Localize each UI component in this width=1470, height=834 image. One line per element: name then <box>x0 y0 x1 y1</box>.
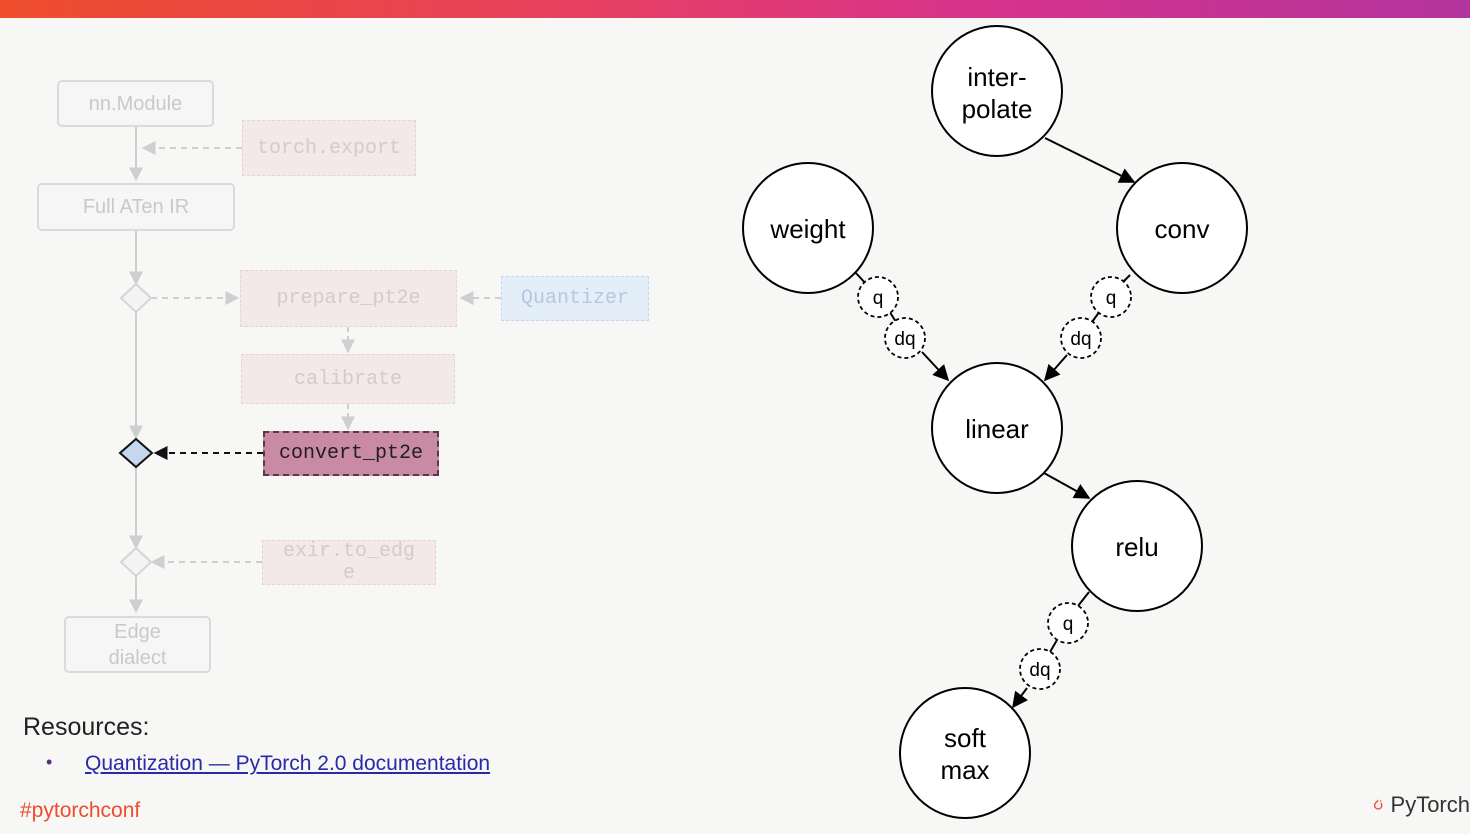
q-node-relu: q <box>1047 602 1089 644</box>
node-relu-label: relu <box>1115 532 1158 562</box>
node-relu: relu <box>1071 480 1203 612</box>
node-interpolate-label-line2: polate <box>962 94 1033 124</box>
edge-relu-q-dq <box>1049 639 1058 653</box>
dq-node-weight-label: dq <box>894 329 915 350</box>
dq-node-relu-label: dq <box>1029 660 1050 681</box>
pytorch-flame-icon <box>1373 799 1383 810</box>
pipeline-connectors <box>118 127 501 614</box>
node-exir-to-edge-label-line1: exir.to_edg <box>282 539 416 563</box>
node-nn-module-label: nn.Module <box>88 92 183 115</box>
edge-relu-q <box>1077 591 1090 607</box>
dq-node-conv-label: dq <box>1070 329 1091 350</box>
dq-node-conv: dq <box>1060 317 1102 359</box>
node-softmax-label-line2: max <box>940 755 989 785</box>
merge-diamond-convert <box>118 437 154 469</box>
node-full-aten-ir: Full ATen IR <box>37 183 235 231</box>
edge-conv-dq-linear <box>1043 354 1068 382</box>
node-conv-label: conv <box>1155 214 1210 244</box>
dq-node-weight: dq <box>884 317 926 359</box>
node-exir-to-edge: exir.to_edg e <box>262 540 436 585</box>
pytorchconf-hashtag: #pytorchconf <box>20 799 141 822</box>
edge-relu-dq-softmax <box>1012 687 1028 709</box>
resources-heading: Resources: <box>23 713 150 741</box>
node-full-aten-ir-label: Full ATen IR <box>82 196 190 218</box>
pytorch-logo: PyTorch <box>1372 790 1470 820</box>
q-node-weight-label: q <box>873 288 884 309</box>
q-node-weight: q <box>857 276 899 318</box>
merge-diamond-prepare <box>119 282 153 314</box>
node-calibrate-label: calibrate <box>293 367 403 391</box>
node-torch-export: torch.export <box>242 120 416 176</box>
node-calibrate: calibrate <box>241 354 455 404</box>
node-nn-module: nn.Module <box>57 80 214 127</box>
node-edge-dialect-label-line1: Edge <box>114 620 161 643</box>
node-convert-pt2e-label: convert_pt2e <box>278 442 424 465</box>
pytorch-logo-text: PyTorch <box>1390 792 1470 817</box>
node-edge-dialect: Edge dialect <box>64 616 211 673</box>
node-torch-export-label: torch.export <box>256 136 402 160</box>
edge-interpolate-conv <box>1044 137 1136 183</box>
node-convert-pt2e: convert_pt2e <box>263 431 439 476</box>
edge-weight-dq-linear <box>921 351 950 382</box>
dq-node-relu: dq <box>1019 648 1061 690</box>
node-linear-label: linear <box>965 414 1029 444</box>
node-conv: conv <box>1116 162 1248 294</box>
q-node-relu-label: q <box>1063 614 1074 635</box>
node-softmax-label-line1: soft <box>944 723 987 753</box>
node-softmax: soft max <box>899 687 1031 819</box>
q-node-conv-label: q <box>1106 288 1117 309</box>
top-gradient-bar <box>0 0 1470 18</box>
node-prepare-pt2e: prepare_pt2e <box>240 270 457 327</box>
q-node-conv: q <box>1090 276 1132 318</box>
node-quantizer-label: Quantizer <box>520 287 630 310</box>
node-linear: linear <box>931 362 1063 494</box>
resources-bullet: • <box>46 752 53 772</box>
node-weight: weight <box>742 162 874 294</box>
node-exir-to-edge-label-line2: e <box>342 561 355 585</box>
node-weight-label: weight <box>769 214 846 244</box>
node-interpolate-label-line1: inter- <box>967 62 1026 92</box>
node-edge-dialect-label-line2: dialect <box>108 646 167 669</box>
node-interpolate: inter- polate <box>931 25 1063 157</box>
merge-diamond-edge <box>119 546 153 578</box>
edge-linear-relu <box>1043 472 1091 499</box>
quantization-docs-link[interactable]: Quantization — PyTorch 2.0 documentation <box>85 752 491 775</box>
node-prepare-pt2e-label: prepare_pt2e <box>276 287 421 310</box>
node-quantizer: Quantizer <box>501 276 649 321</box>
